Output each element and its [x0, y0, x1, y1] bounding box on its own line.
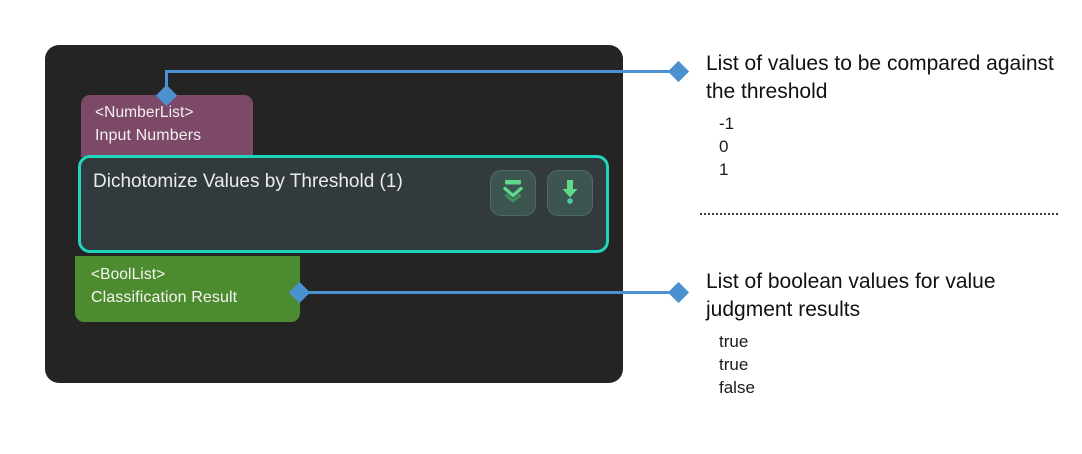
connector-output-horizontal-segment — [299, 291, 672, 294]
connector-input-horizontal-segment — [165, 70, 672, 73]
annotation-output-values: true true false — [706, 330, 1066, 399]
output-port-bool-list[interactable]: <BoolList> Classification Result — [75, 256, 300, 322]
annotation-output-heading: List of boolean values for value judgmen… — [706, 270, 996, 321]
annotation-value: 1 — [719, 160, 729, 179]
node-panel: <NumberList> Input Numbers Dichotomize V… — [45, 45, 623, 383]
collapse-double-chevron-down-button[interactable] — [490, 170, 536, 216]
collapse-double-chevron-down-icon — [500, 177, 526, 210]
annotation-input: List of values to be compared against th… — [706, 50, 1066, 181]
annotation-value: -1 — [719, 114, 735, 133]
annotation-divider — [700, 213, 1058, 215]
node-title: Dichotomize Values by Threshold (1) — [93, 171, 403, 192]
annotation-value: true — [719, 332, 749, 351]
annotation-value: true — [719, 355, 749, 374]
annotation-value: 0 — [719, 137, 729, 156]
arrow-down-exclamation-button[interactable] — [547, 170, 593, 216]
annotation-output: List of boolean values for value judgmen… — [706, 268, 1066, 399]
input-port-type: <NumberList> — [95, 104, 194, 121]
node-body[interactable]: Dichotomize Values by Threshold (1) — [78, 155, 609, 253]
connector-output-annotation-diamond[interactable] — [667, 281, 690, 304]
connector-input-annotation-diamond[interactable] — [667, 60, 690, 83]
output-port-label: Classification Result — [91, 289, 238, 306]
connector-input-vertical-segment — [165, 70, 168, 97]
annotation-value: false — [719, 378, 755, 397]
input-port-label: Input Numbers — [95, 127, 202, 144]
output-port-type: <BoolList> — [91, 266, 166, 283]
arrow-down-exclamation-icon — [558, 177, 582, 210]
annotation-input-heading: List of values to be compared against th… — [706, 52, 1054, 103]
annotation-input-values: -1 0 1 — [706, 112, 1066, 181]
node-button-group — [490, 170, 593, 216]
